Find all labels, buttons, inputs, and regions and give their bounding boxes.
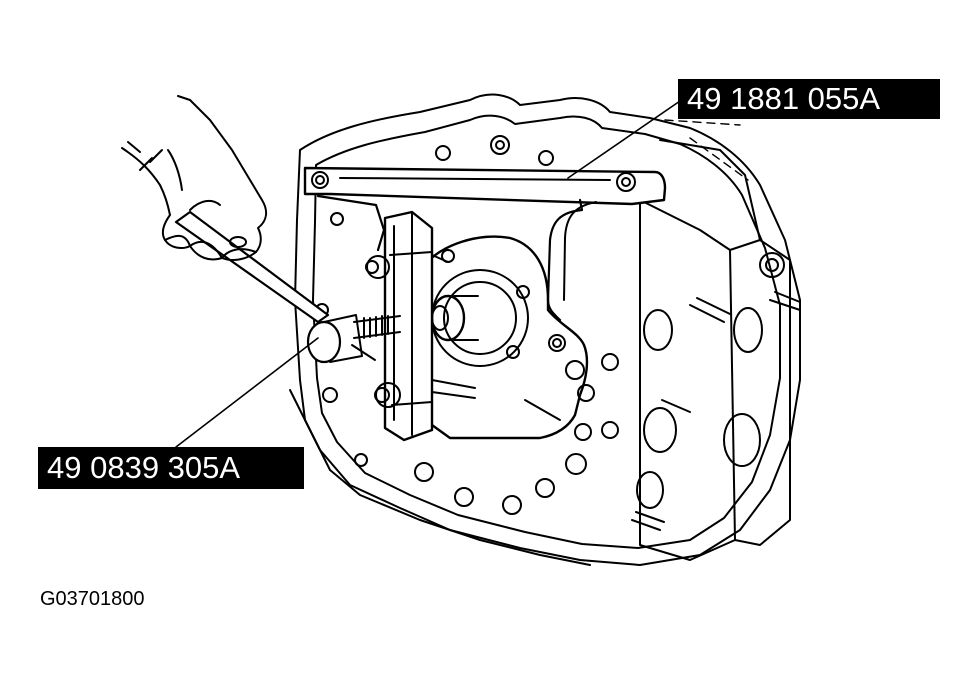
flywheel-plate bbox=[423, 235, 589, 440]
leader-line-top bbox=[567, 100, 681, 179]
housing-flange-lower bbox=[289, 389, 591, 566]
figure-id-label: G03701800 bbox=[40, 588, 145, 610]
engine-housing-outline bbox=[294, 93, 801, 566]
flywheel-hub bbox=[431, 269, 529, 367]
leader-line-bottom bbox=[175, 337, 319, 448]
callout-handle-tool-part-number: 49 0839 305A bbox=[38, 447, 304, 489]
handle-tool bbox=[174, 210, 330, 324]
housing-bolts bbox=[315, 135, 619, 515]
callout-puller-bar-part-number: 49 1881 055A bbox=[678, 79, 940, 119]
puller-bar bbox=[303, 166, 667, 206]
cylinder-head-rear bbox=[659, 139, 761, 241]
hand-outline bbox=[121, 95, 268, 261]
puller-arm-right bbox=[546, 198, 584, 322]
threaded-shaft bbox=[353, 314, 401, 339]
cylinder-head-edge bbox=[729, 239, 791, 546]
engine-housing-inner-edge bbox=[312, 114, 781, 549]
puller-arm-left bbox=[316, 194, 386, 252]
